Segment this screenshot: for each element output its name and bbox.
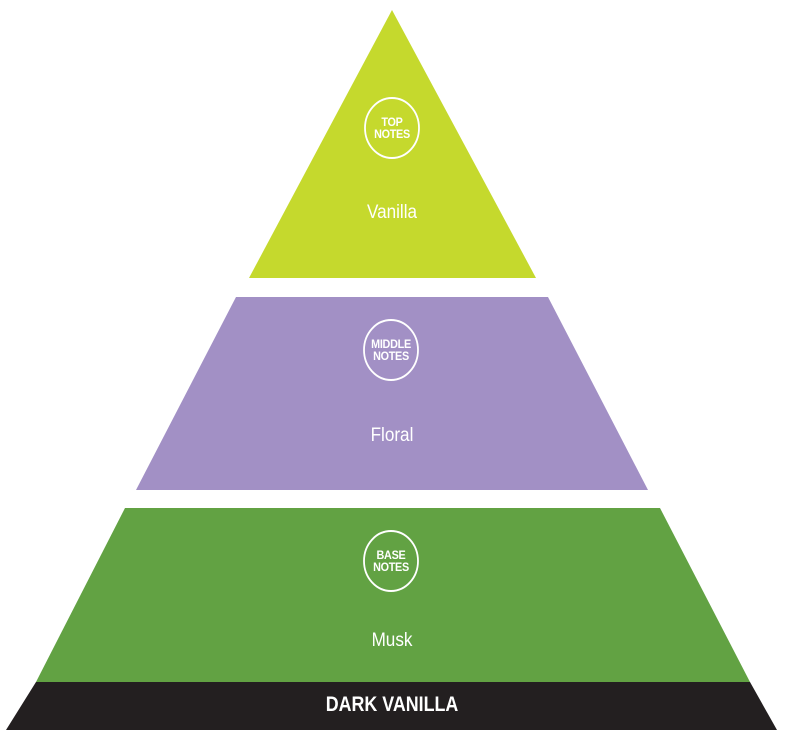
top-notes-badge-line1: TOP [381, 115, 403, 129]
top-notes-badge: TOP NOTES [364, 97, 420, 159]
top-notes-badge-line2: NOTES [374, 127, 410, 141]
base-notes-badge: BASE NOTES [363, 530, 419, 592]
middle-notes-badge: MIDDLE NOTES [363, 319, 419, 381]
footer-band [6, 682, 777, 730]
product-name: DARK VANILLA [325, 693, 459, 716]
base-notes-tier [36, 508, 750, 682]
middle-notes-badge-line2: NOTES [373, 349, 409, 363]
middle-notes-tier [136, 297, 648, 490]
middle-notes-label: Floral [370, 425, 414, 446]
base-notes-label: Musk [371, 630, 413, 651]
top-notes-label: Vanilla [366, 202, 418, 223]
base-notes-badge-line2: NOTES [373, 560, 409, 574]
base-notes-badge-line1: BASE [376, 548, 406, 562]
middle-notes-badge-line1: MIDDLE [371, 337, 411, 351]
